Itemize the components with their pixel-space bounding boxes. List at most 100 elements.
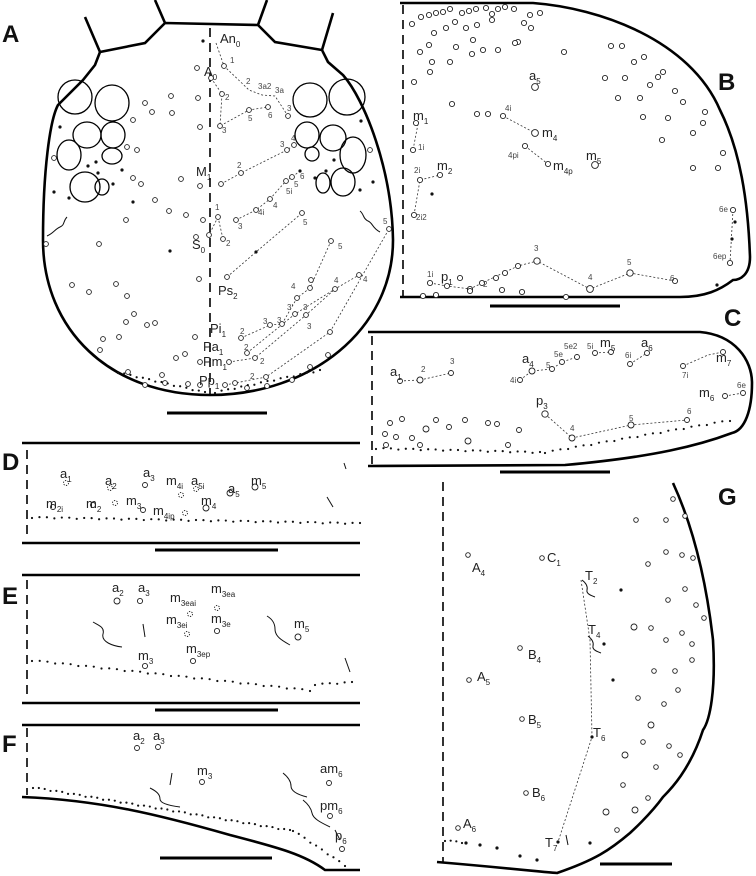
label-subscript: 6 bbox=[601, 734, 606, 743]
setal-label: m5 bbox=[600, 335, 616, 353]
seta-socket bbox=[416, 376, 424, 384]
seta-socket bbox=[399, 416, 405, 422]
setal-label: m1 bbox=[413, 108, 429, 126]
seta-socket bbox=[591, 161, 599, 169]
label-base: am bbox=[320, 761, 338, 776]
marginal-microchaeta bbox=[306, 520, 309, 524]
label-base: a bbox=[529, 68, 537, 83]
marginal-microchaeta bbox=[46, 660, 49, 663]
label-subscript: 5 bbox=[537, 721, 542, 730]
seta-socket bbox=[208, 75, 214, 81]
seta-socket bbox=[494, 46, 502, 54]
setal-label: m3eai bbox=[170, 590, 196, 608]
seta-socket bbox=[200, 217, 206, 223]
label-subscript: 6 bbox=[472, 825, 477, 834]
seta-socket bbox=[219, 91, 225, 97]
marginal-microchaeta bbox=[628, 436, 631, 439]
row-pi bbox=[240, 240, 332, 339]
setal-label: m4ip bbox=[153, 503, 175, 521]
marginal-microchaeta bbox=[574, 445, 577, 448]
marginal-microchaeta bbox=[698, 424, 701, 427]
seta-socket bbox=[446, 424, 452, 430]
microchaeta bbox=[733, 220, 737, 224]
setal-number: 4 bbox=[334, 276, 339, 285]
setal-label: B6 bbox=[532, 785, 546, 803]
marginal-microchaeta bbox=[543, 451, 547, 455]
seta-socket bbox=[647, 721, 655, 729]
marginal-microchaeta bbox=[60, 516, 63, 519]
marginal-microchaeta bbox=[54, 662, 57, 665]
marginal-microchaeta bbox=[713, 421, 716, 424]
marginal-microchaeta bbox=[239, 519, 242, 522]
microchaeta bbox=[715, 283, 719, 287]
label-base: a bbox=[138, 580, 146, 595]
marginal-microchaeta bbox=[100, 667, 103, 670]
seta-socket bbox=[651, 668, 657, 674]
label-subscript: 4 bbox=[553, 134, 558, 143]
seta-socket bbox=[409, 435, 415, 441]
marginal-microchaeta bbox=[358, 521, 362, 525]
panel-letter-c: C bbox=[724, 305, 741, 332]
setal-label: M1 bbox=[196, 164, 212, 182]
marginal-microchaeta bbox=[231, 680, 234, 683]
microchaeta bbox=[52, 190, 56, 194]
marginal-microchaeta bbox=[236, 820, 239, 823]
seta-socket bbox=[501, 269, 509, 277]
seta-socket bbox=[473, 21, 481, 29]
marginal-microchaeta bbox=[538, 450, 542, 454]
marginal-microchaeta bbox=[471, 449, 475, 452]
seta-socket bbox=[586, 285, 594, 293]
setal-number: 5 bbox=[629, 414, 634, 423]
seta-socket bbox=[684, 417, 690, 423]
seta-socket bbox=[130, 175, 136, 181]
setal-number: 4pi bbox=[508, 151, 519, 160]
seta-socket bbox=[720, 349, 726, 355]
seta-socket bbox=[464, 437, 472, 445]
setal-label: T4 bbox=[588, 622, 601, 640]
setal-label: A4 bbox=[472, 560, 486, 578]
seta-socket bbox=[560, 48, 568, 56]
seta-socket bbox=[671, 277, 679, 285]
label-base: m bbox=[211, 611, 222, 626]
label-base: m bbox=[600, 335, 611, 350]
marginal-microchaeta bbox=[45, 516, 49, 519]
seta-socket bbox=[653, 764, 659, 770]
label-subscript: 3 bbox=[149, 657, 154, 666]
marginal-microchaeta bbox=[309, 841, 312, 844]
microchaeta bbox=[602, 642, 606, 646]
setal-label: Pp1 bbox=[199, 373, 220, 391]
panel-letter-d: D bbox=[2, 449, 19, 476]
seta-socket bbox=[178, 176, 184, 182]
seta-socket bbox=[443, 282, 451, 290]
setal-number: 3 bbox=[280, 140, 285, 149]
marginal-microchaeta bbox=[434, 448, 437, 451]
seta-socket bbox=[409, 146, 417, 154]
eye-patch-left bbox=[56, 79, 130, 203]
seta-socket bbox=[142, 382, 148, 388]
seta-socket bbox=[428, 58, 436, 66]
setal-number: 3 bbox=[277, 316, 282, 325]
marginal-microchaeta bbox=[494, 449, 497, 453]
label-subscript: 4 bbox=[529, 360, 534, 369]
seta-socket bbox=[136, 597, 144, 605]
seta-socket bbox=[356, 272, 362, 278]
setal-label: pm6 bbox=[320, 798, 343, 816]
label-base: m bbox=[716, 350, 727, 365]
seta-socket bbox=[458, 9, 466, 17]
seta-hair-d bbox=[326, 496, 334, 508]
microchaeta bbox=[332, 158, 336, 162]
setal-label: An0 bbox=[220, 31, 241, 49]
label-base: Pp bbox=[199, 373, 215, 388]
seta-socket bbox=[183, 212, 189, 218]
seta-socket bbox=[382, 431, 388, 437]
label-base: m bbox=[553, 158, 564, 173]
seta-socket bbox=[633, 517, 639, 523]
marginal-microchaeta bbox=[314, 521, 317, 524]
seta-socket bbox=[125, 369, 131, 375]
setal-label: a3 bbox=[143, 465, 155, 483]
seta-socket bbox=[689, 164, 697, 172]
marginal-microchaeta bbox=[148, 805, 151, 808]
seta-socket bbox=[699, 119, 707, 127]
seta-socket bbox=[689, 129, 697, 137]
seta-socket bbox=[284, 147, 290, 153]
